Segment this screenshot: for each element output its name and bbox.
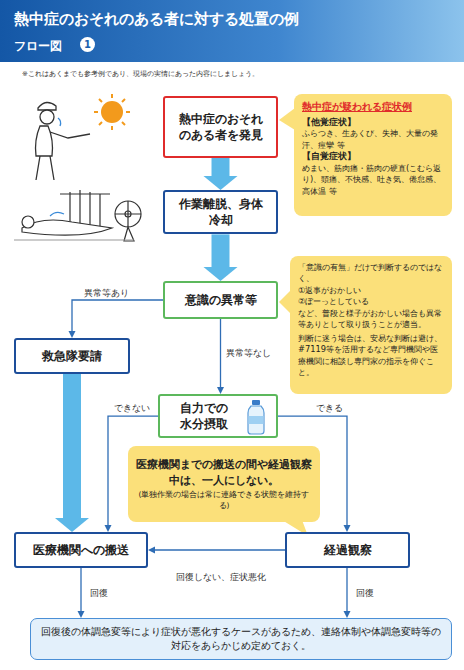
connector [344,568,351,618]
note-box: 回復後の体調急変等により症状が悪化するケースがあるため、連絡体制や体調急変時等の… [30,618,452,660]
connector-line [212,158,230,177]
connector [105,416,159,532]
node-text: 「意識の有無」だけで判断するのではなく、 [298,262,444,285]
node-text: 熱中症が疑われる症状例 [302,100,412,114]
header-band [0,0,464,62]
edge-label: 異常等あり [84,288,129,300]
node-text: ふらつき、生あくび、失神、大量の発汗、痙攣 等 [302,128,444,151]
node-text: 医療機関までの搬送の間や経過観察中は、一人にしない。 [136,457,312,489]
connector [69,300,164,338]
edge-label: 回復しない、症状悪化 [176,572,266,584]
callout-number: 1 [80,37,95,52]
edge-label: できない [114,403,150,415]
edge-label: 回復 [356,588,374,600]
edge-label: 回復 [90,588,108,600]
water-bottle-symbol [243,399,269,435]
flow-arrow [204,234,238,281]
node-text: ②ぼーっとしている [298,296,369,307]
sun-illustration [94,94,130,130]
node-text: 熱中症のおそれのある者を発見 [173,111,268,143]
arrow-head [204,267,238,281]
node-text: 回復後の体調急変等により症状が悪化するケースがあるため、連絡体制や体調急変時等の… [41,625,441,654]
connector-line [212,234,230,268]
connector [217,319,224,394]
node-text: 判断に迷う場合は、安易な判断は避け、#7119等を活用するなど専門機関や医療機関… [298,333,444,379]
arrow-head [148,547,155,554]
connector [148,547,285,554]
node-text: など、普段と様子がおかしい場合も異常等ありとして取り扱うことが適当。 [298,308,444,331]
note-text: ※これはあくまでも参考例であり、現場の実情にあった内容にしましょう。 [22,69,259,79]
process-box: 医療機関への搬送 [14,532,148,568]
node-text: 自力での水分摂取 [178,400,230,432]
connector [78,568,85,618]
callout-box: 熱中症が疑われる症状例【他覚症状】ふらつき、生あくび、失神、大量の発汗、痙攣 等… [294,94,452,216]
connector-line [346,568,347,612]
connector-line [108,416,158,526]
node-text: ①返事がおかしい [298,285,361,296]
node-text: 作業離脱、身体冷却 [173,196,268,228]
node-text: 意識の異常等 [185,292,257,308]
arrow-head [105,525,112,532]
process-box: 経過観察 [285,532,410,568]
arrow-head [344,611,351,618]
node-text: 経過観察 [324,542,372,558]
connector-line [72,300,163,332]
subtitle: フロー図 [14,38,62,55]
node-text: めまい、筋肉痛・筋肉の硬直(こむら返り)、頭痛、不快感、吐き気、倦怠感、高体温 … [302,163,444,197]
callout-tail [279,108,295,130]
connector-line [154,549,285,550]
callout-box: 「意識の有無」だけで判断するのではなく、①返事がおかしい②ぼーっとしているなど、… [290,256,452,394]
node-text: (単独作業の場合は常に連絡できる状態を維持する) [136,490,312,511]
node-text: 【他覚症状】 [302,117,356,128]
connector-line [80,568,81,612]
connector-line [63,374,81,519]
arrow-head [217,387,224,394]
node-text: 【自覚症状】 [302,151,356,162]
arrow-head [78,611,85,618]
process-box: 作業離脱、身体冷却 [163,190,278,234]
page-title: 熱中症のおそれのある者に対する処置の例 [14,10,299,29]
arrow-head [55,518,89,532]
resting-worker-illustration [14,190,141,241]
edge-label: 異常等なし [226,348,271,360]
edge-label: できる [316,403,343,415]
arrow-head [344,525,351,532]
flow-arrow [55,374,89,532]
worker-illustration [36,102,91,180]
arrow-head [204,176,238,190]
start-box: 熱中症のおそれのある者を発見 [163,96,278,158]
decision-box: 意識の異常等 [163,281,278,319]
process-box: 救急隊要請 [14,338,130,374]
connector-line [278,416,347,526]
node-text: 救急隊要請 [42,348,102,364]
connector-line [220,319,221,388]
arrow-head [69,331,76,338]
flow-arrow [204,158,238,190]
connector [278,416,351,532]
callout-box: 医療機関までの搬送の間や経過観察中は、一人にしない。(単独作業の場合は常に連絡で… [128,446,320,522]
node-text: 医療機関への搬送 [33,542,129,558]
